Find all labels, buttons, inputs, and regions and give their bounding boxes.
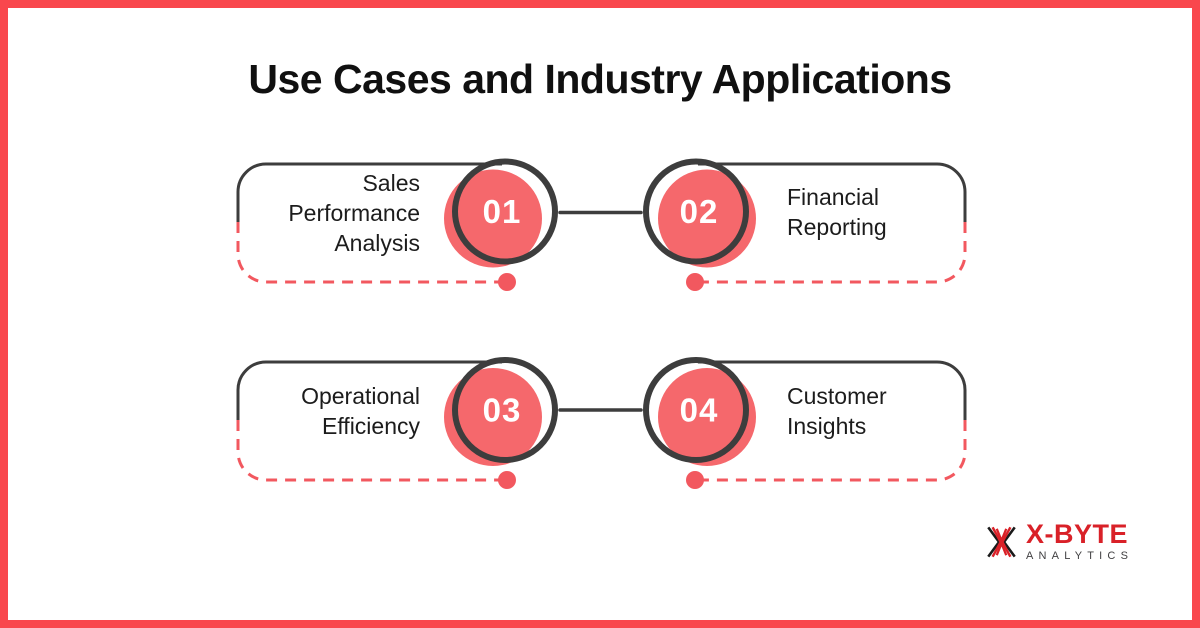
card-label-operational-efficiency: Operational Efficiency [301,381,420,441]
label-line: Analysis [334,230,420,256]
card-operational-efficiency: 03 [236,357,558,489]
card-end-dot [498,471,516,489]
page-title: Use Cases and Industry Applications [248,56,952,102]
label-line: Sales [362,170,420,196]
card-solid-border [698,162,967,222]
label-line: Financial [787,184,880,210]
logo-text-block: X-BYTE ANALYTICS [1026,519,1134,563]
card-number: 03 [483,392,522,429]
card-label-customer-insights: Customer Insights [787,381,887,441]
card-solid-border [236,360,502,420]
logo-subtitle: ANALYTICS [1026,550,1134,562]
xbyte-logo: X-BYTE ANALYTICS [986,519,1134,563]
label-line: Customer [787,383,887,409]
label-line: Reporting [787,214,887,240]
card-solid-border [698,360,967,420]
card-number: 04 [680,392,719,429]
number-circle-ring [452,158,558,265]
number-circle-ring [643,158,749,265]
label-line: Performance [288,200,420,226]
number-circle-ring [452,357,558,463]
card-solid-border [236,162,502,222]
card-end-dot [686,471,704,489]
card-label-financial-reporting: Financial Reporting [787,182,887,242]
label-line: Efficiency [321,413,420,439]
xbyte-x-stripes-icon [987,526,1016,558]
label-line: Insights [787,413,867,439]
card-end-dot [686,273,704,291]
card-number: 02 [680,193,719,230]
logo-brand-name: X-BYTE [1026,519,1129,549]
card-customer-insights: 04 [643,357,967,489]
card-financial-reporting: 02 [643,158,967,291]
number-circle-ring [643,357,749,463]
card-sales-performance-analysis: 01 [236,158,558,291]
label-line: Operational [301,383,420,409]
card-end-dot [498,273,516,291]
card-number: 01 [483,193,522,230]
card-label-sales-performance-analysis: Sales Performance Analysis [288,168,420,258]
